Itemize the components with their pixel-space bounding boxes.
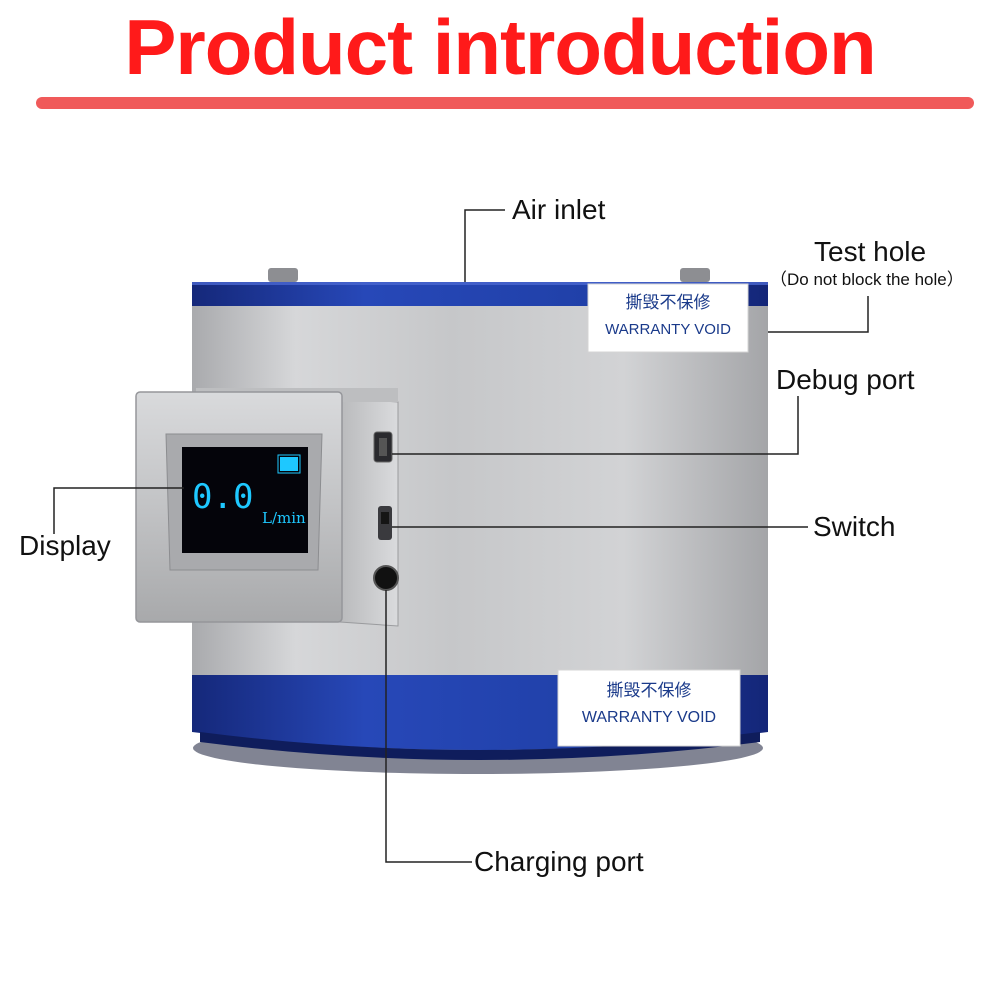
sticker-bottom [557, 669, 741, 747]
leader-debug-port [392, 396, 799, 455]
label-debug-port: Debug port [776, 364, 915, 395]
leader-charging-port [385, 590, 472, 863]
label-display: Display [19, 530, 111, 561]
page-title: Product introduction [124, 3, 876, 91]
label-test-hole-note: （Do not block the hole） [770, 270, 964, 289]
debug-usb-port-inner [379, 438, 387, 456]
charging-jack [373, 565, 399, 591]
battery-indicator [280, 457, 298, 471]
label-charging-port: Charging port [474, 846, 644, 877]
power-switch-knob [381, 512, 389, 524]
label-air-inlet: Air inlet [512, 194, 606, 225]
screw-right [680, 268, 710, 282]
title-underline [36, 97, 974, 109]
screw-left [268, 268, 298, 282]
battery-indicator-outline [277, 454, 301, 474]
sticker-top-cn: 撕毁不保修 [626, 293, 711, 313]
screen-unit: L/min [262, 509, 306, 527]
label-switch: Switch [813, 511, 896, 542]
leader-air-inlet [464, 209, 505, 282]
top-band-highlight [192, 282, 768, 285]
leader-display [53, 487, 184, 534]
sticker-top [587, 283, 749, 353]
screen-reading: 0.0 [192, 477, 253, 517]
sticker-bottom-cn: 撕毁不保修 [607, 681, 692, 701]
leader-test-hole [768, 296, 869, 333]
bottom-band-lip [200, 732, 760, 760]
label-test-hole: Test hole [814, 236, 927, 267]
sticker-top-en: WARRANTY VOID [605, 321, 731, 338]
sticker-bottom-en: WARRANTY VOID [582, 709, 716, 726]
